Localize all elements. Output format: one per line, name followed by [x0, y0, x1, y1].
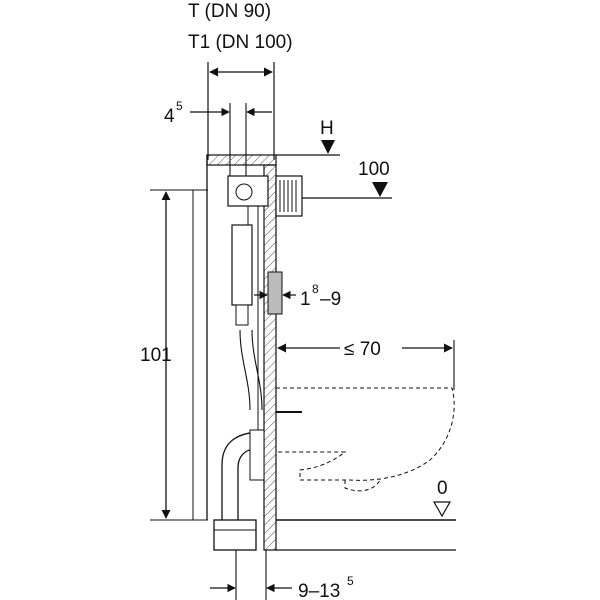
toilet-bowl-outline	[276, 387, 455, 492]
dimension-101: 101	[140, 189, 208, 521]
label-zero: 0	[437, 478, 448, 499]
flush-pipe	[239, 329, 263, 411]
label-t-dn90: T (DN 90)	[188, 1, 271, 22]
label-h: H	[320, 118, 334, 139]
label-one-eight-base: 1	[300, 289, 311, 310]
label-nine-thirteen-sup: 5	[347, 574, 354, 588]
height-marker-h: H	[276, 118, 340, 156]
label-100: 100	[358, 159, 390, 180]
dimension-le70: ≤ 70	[277, 334, 455, 390]
label-one-eight-rest: –9	[320, 289, 341, 310]
dimension-nine-thirteen: 9–13 5	[210, 550, 354, 600]
cistern-valve	[227, 175, 269, 440]
label-four: 4	[164, 106, 175, 127]
dimension-t	[207, 62, 275, 160]
label-le70: ≤ 70	[344, 339, 381, 360]
flush-plate	[275, 175, 303, 217]
label-101: 101	[140, 345, 172, 366]
label-four-sup: 5	[176, 99, 183, 113]
label-t1-dn100: T1 (DN 100)	[188, 32, 293, 53]
height-marker-100: 100	[300, 159, 392, 199]
label-nine-thirteen: 9–13	[298, 581, 340, 600]
floor-level: 0	[276, 478, 456, 551]
dimension-four-five: 4 5	[164, 99, 272, 180]
frame-structure	[192, 154, 277, 551]
label-one-eight-sup: 8	[312, 282, 319, 296]
wall-plate: 1 8 –9	[254, 271, 341, 315]
drain-pipe	[213, 429, 265, 551]
